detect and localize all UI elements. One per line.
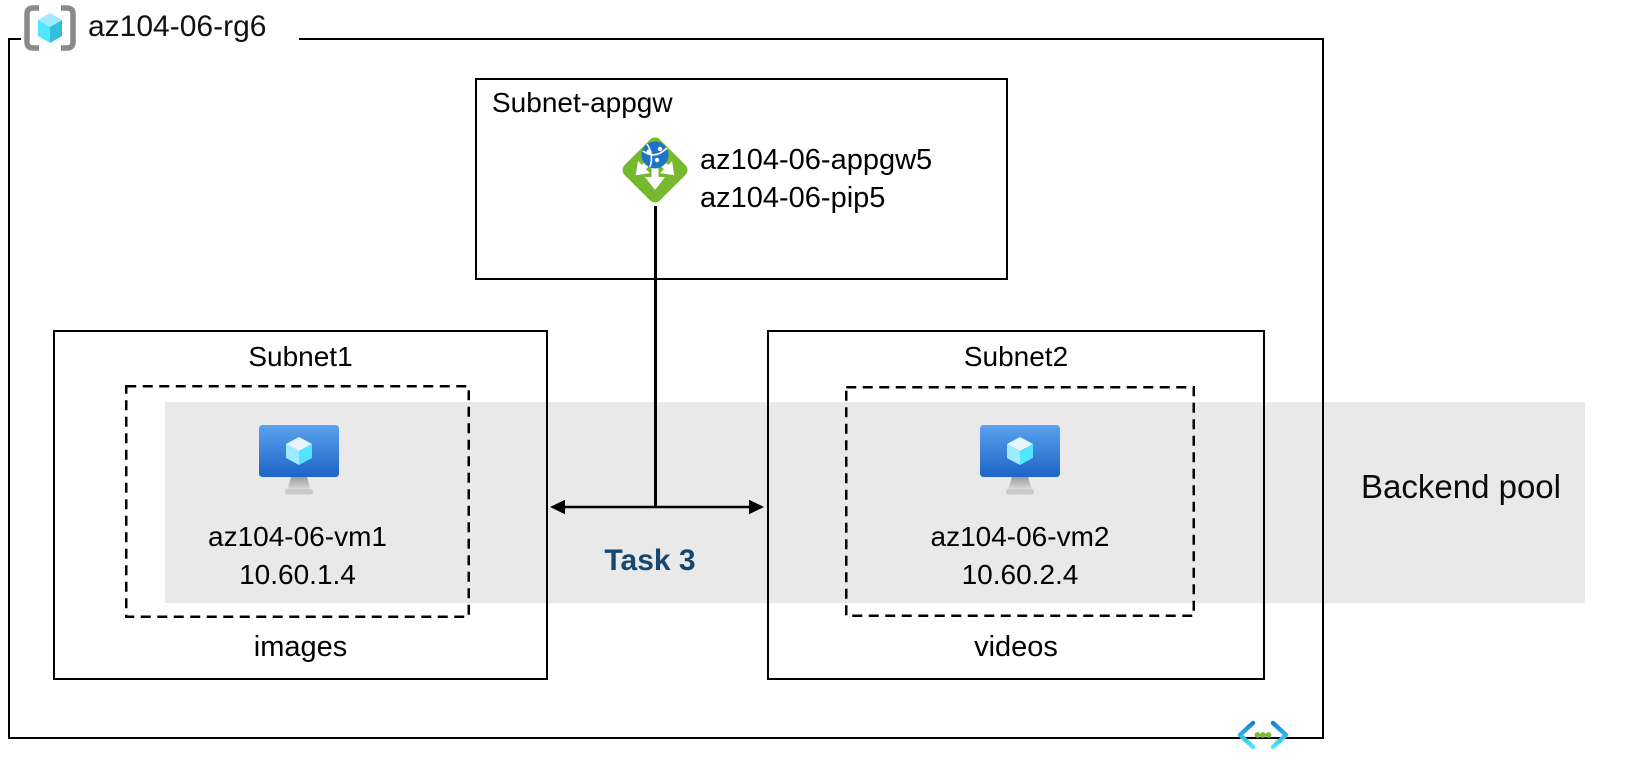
vm1-labels: az104-06-vm1 10.60.1.4 (125, 518, 470, 594)
subnet-appgw-title: Subnet-appgw (492, 87, 673, 118)
resource-group-border-gap (21, 32, 299, 45)
subnet1-title: Subnet1 (248, 341, 353, 372)
gateway-name-label: az104-06-appgw5 (700, 144, 933, 176)
task-label: Task 3 (604, 544, 696, 577)
resource-group-title: az104-06-rg6 (88, 10, 267, 43)
vm2-labels: az104-06-vm2 10.60.2.4 (845, 518, 1195, 594)
gateway-labels: az104-06-appgw5 az104-06-pip5 (700, 141, 932, 217)
vm2-ip: 10.60.2.4 (961, 559, 1079, 590)
public-ip-label: az104-06-pip5 (700, 182, 886, 214)
subnet2-caption: videos (974, 631, 1058, 663)
subnet1-box (53, 330, 548, 680)
application-gateway-icon (622, 137, 688, 203)
resource-group-boundary (8, 38, 1324, 739)
subnet2-box (767, 330, 1265, 680)
virtual-machine-icon (980, 425, 1060, 495)
backend-pool-band (165, 402, 1585, 603)
subnet1-dashed-group (125, 385, 470, 618)
virtual-network-icon (1237, 720, 1289, 750)
gateway-connector-line (654, 206, 657, 508)
subnet2-dashed-group (845, 386, 1195, 617)
resource-group-icon (24, 5, 76, 51)
backend-pool-label: Backend pool (1361, 468, 1561, 505)
subnet-appgw-box (475, 78, 1008, 280)
virtual-machine-icon (259, 425, 339, 495)
vm1-ip: 10.60.1.4 (239, 559, 356, 590)
vm2-name: az104-06-vm2 (930, 521, 1110, 552)
subnet2-title: Subnet2 (963, 341, 1069, 372)
subnet1-caption: images (253, 631, 348, 663)
vm1-name: az104-06-vm1 (208, 521, 387, 552)
double-arrow (550, 499, 764, 515)
